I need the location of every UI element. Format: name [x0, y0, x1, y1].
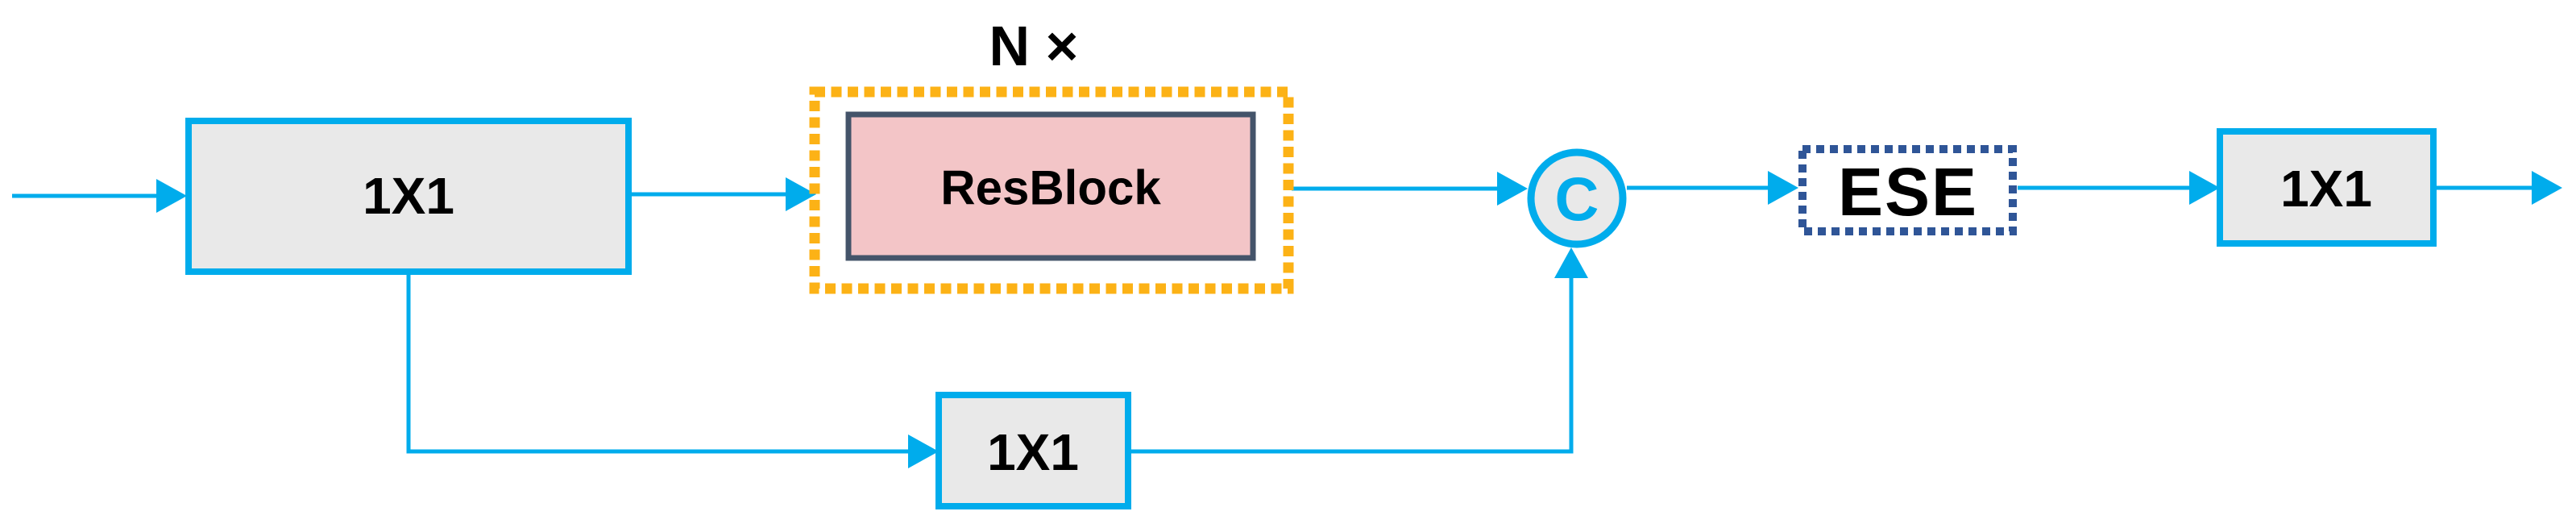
edge-ese-to-conv-out: [2018, 171, 2220, 205]
conv-in-box: [185, 118, 632, 275]
edge-ese-to-conv-out-arrowhead: [2189, 171, 2220, 205]
edge-output: [2433, 171, 2562, 205]
concat-label: C: [1555, 166, 1599, 235]
edge-shortcut-to-concat: [1128, 247, 1588, 454]
edge-shortcut-down: [406, 272, 939, 468]
ese-box: [1798, 145, 2017, 235]
resblock-label: ResBlock: [940, 161, 1161, 215]
conv-in-label: 1X1: [363, 167, 454, 225]
edge-input-arrowhead: [156, 179, 187, 213]
edge-shortcut-down-line: [406, 272, 910, 454]
conv-out-box: [2217, 128, 2437, 247]
edge-output-arrowhead: [2532, 171, 2562, 205]
edge-shortcut-to-concat-arrowhead: [1554, 247, 1588, 278]
edge-shortcut-to-concat-line: [1128, 276, 1574, 454]
conv-shortcut-label: 1X1: [987, 423, 1079, 481]
edge-shortcut-down-arrowhead: [908, 434, 939, 468]
edge-concat-to-ese: [1627, 171, 1798, 205]
conv-out-label: 1X1: [2280, 160, 2372, 218]
edge-conv-in-to-resblock-arrowhead: [786, 177, 816, 211]
edge-conv-in-to-resblock: [630, 177, 816, 211]
ese-label: ESE: [1838, 154, 1978, 230]
resblock-box: [845, 111, 1256, 261]
repeat-container-box: [809, 86, 1294, 294]
conv-shortcut-box: [935, 392, 1131, 509]
edge-input: [12, 179, 187, 213]
edge-resblock-to-concat-arrowhead: [1497, 172, 1528, 206]
edge-concat-to-ese-arrowhead: [1768, 171, 1798, 205]
repeat-count-label: N ×: [989, 15, 1079, 77]
concat-circle: [1527, 148, 1627, 248]
edge-resblock-to-concat: [1292, 172, 1528, 206]
